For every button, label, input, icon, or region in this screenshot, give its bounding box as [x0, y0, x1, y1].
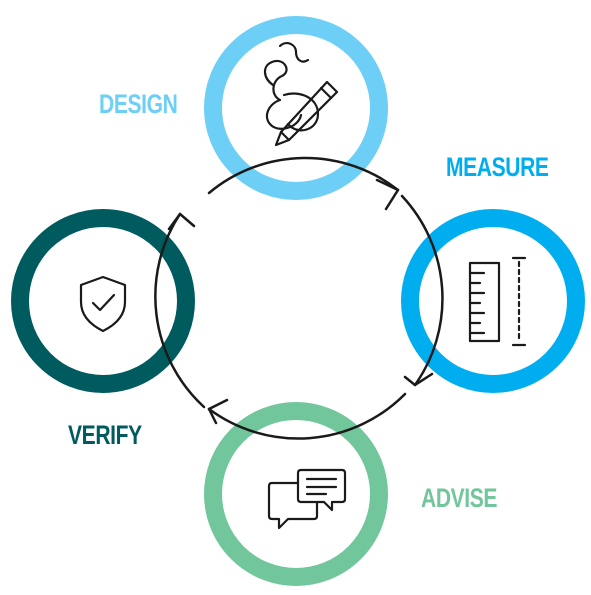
arrowhead-design-to-measure: [375, 178, 400, 211]
arrow-design-to-measure: [207, 156, 400, 195]
advise-ring: [204, 402, 388, 586]
arrow-advise-to-verify: [207, 392, 407, 440]
arrowhead-measure-to-advise: [403, 372, 434, 387]
ruler-icon: [468, 256, 527, 347]
design-ring: [204, 16, 388, 200]
arrow-measure-to-advise: [400, 194, 444, 387]
shield-check-icon: [79, 275, 127, 333]
chat-bubbles-icon: [267, 468, 347, 530]
advise-label: ADVISE: [421, 483, 498, 513]
arrowhead-advise-to-verify: [207, 398, 229, 425]
arrow-verify-to-design: [154, 212, 206, 409]
verify-label: VERIFY: [68, 420, 142, 450]
verify-ring: [11, 209, 195, 393]
pencil-draw-icon: [263, 42, 339, 147]
design-label: DESIGN: [99, 89, 178, 119]
arrowhead-verify-to-design: [167, 212, 196, 231]
measure-ring: [401, 209, 585, 393]
measure-label: MEASURE: [446, 152, 549, 182]
cycle-arrows: [154, 156, 444, 440]
